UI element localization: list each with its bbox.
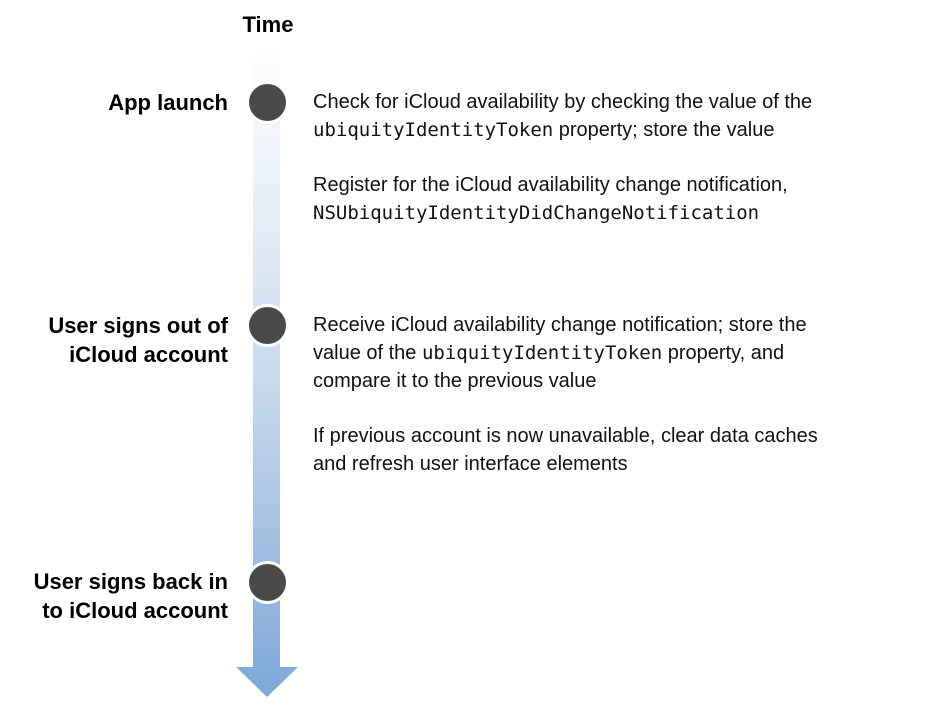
note-text: Register for the iCloud availability cha… bbox=[313, 174, 788, 196]
code-token: ubiquityIdentityToken bbox=[421, 342, 663, 364]
timeline-gradient-arrow bbox=[236, 52, 298, 697]
event-label-sign-back-in: User signs back in to iCloud account bbox=[33, 569, 228, 623]
note-text: Receive iCloud availability change notif… bbox=[313, 314, 807, 364]
note-paragraph: Check for iCloud availability by checkin… bbox=[313, 88, 925, 144]
code-token: ubiquityIdentityToken bbox=[313, 119, 554, 141]
note-paragraph: If previous account is now unavailable, … bbox=[313, 422, 925, 478]
note-text: Check for iCloud availability by checkin… bbox=[313, 91, 813, 113]
event-notes-app-launch: Check for iCloud availability by checkin… bbox=[313, 88, 925, 254]
event-notes-sign-out: Receive iCloud availability change notif… bbox=[313, 311, 925, 505]
note-text: property, and compare it to the previous… bbox=[313, 342, 785, 392]
code-token: NSUbiquityIdentityDidChangeNotification bbox=[313, 202, 760, 224]
event-label-sign-out: User signs out of iCloud account bbox=[48, 313, 228, 367]
timeline-node-app-launch bbox=[246, 81, 289, 124]
arrow-shape bbox=[236, 52, 298, 697]
time-axis-label: Time bbox=[242, 12, 294, 37]
note-text: property; store the value bbox=[553, 119, 775, 141]
note-paragraph: Receive iCloud availability change notif… bbox=[313, 311, 925, 395]
note-text: If previous account is now unavailable, … bbox=[313, 425, 818, 475]
timeline-node-sign-back-in bbox=[246, 561, 289, 604]
note-paragraph: Register for the iCloud availability cha… bbox=[313, 171, 925, 227]
timeline-node-sign-out bbox=[246, 304, 289, 347]
event-label-app-launch: App launch bbox=[108, 90, 228, 115]
